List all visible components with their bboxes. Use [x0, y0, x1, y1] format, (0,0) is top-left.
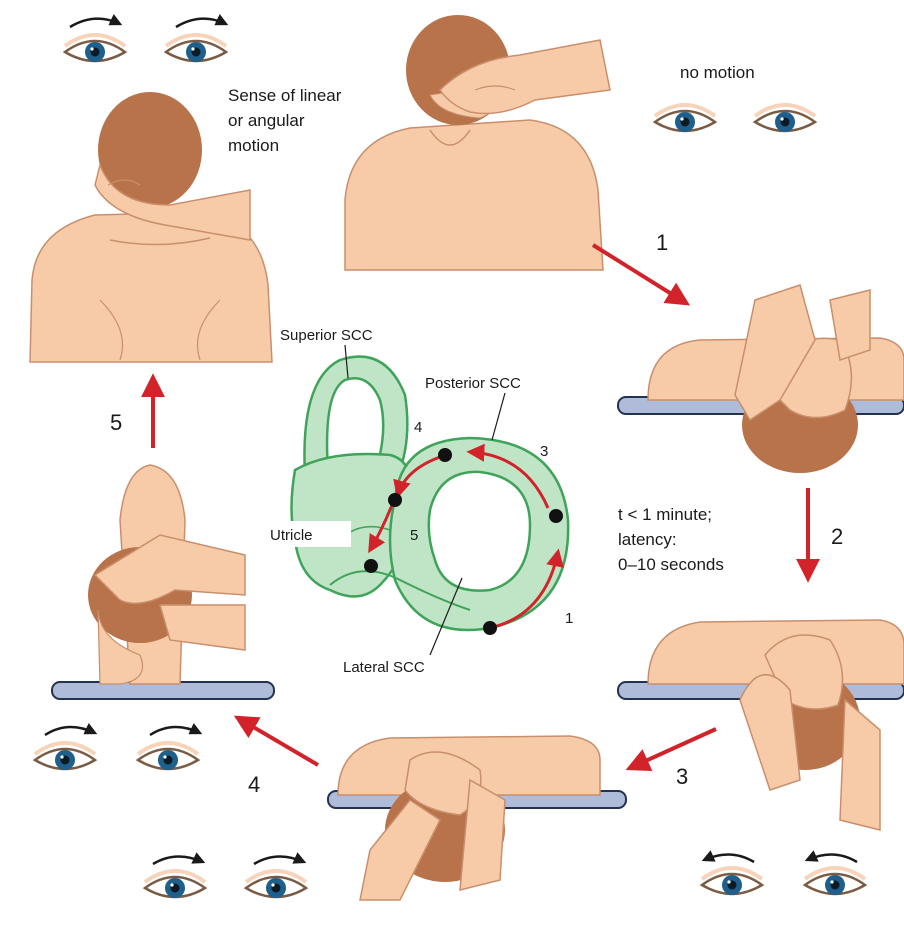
particle-position-2	[549, 509, 563, 523]
clockwise-arrow-icon	[153, 856, 203, 864]
timing-line-1: t < 1 minute;	[618, 505, 712, 524]
figure-supine-3	[328, 736, 626, 900]
particle-position-3	[438, 448, 452, 462]
eyes-start	[65, 19, 226, 62]
clockwise-arrow-icon	[254, 856, 304, 864]
eye-icon	[35, 743, 95, 770]
eye-icon	[246, 871, 306, 898]
eye-icon	[702, 868, 762, 895]
sense-label-line-2: or angular	[228, 111, 305, 130]
step-3-label: 3	[676, 764, 688, 789]
eye-icon	[805, 868, 865, 895]
no-motion-label: no motion	[680, 63, 755, 82]
canal-point-5: 5	[410, 527, 418, 544]
timing-line-3: 0–10 seconds	[618, 555, 724, 574]
timing-line-2: latency:	[618, 530, 677, 549]
posterior-scc-label: Posterior SCC	[425, 375, 521, 392]
step-4-label: 4	[248, 772, 260, 797]
canal-point-3: 3	[540, 443, 548, 460]
lateral-scc-label: Lateral SCC	[343, 659, 425, 676]
figure-lateral-4	[52, 465, 274, 699]
step-1-label: 1	[656, 230, 668, 255]
counterclockwise-arrow-icon	[807, 854, 857, 862]
eye-icon	[655, 105, 715, 132]
particle-position-4	[388, 493, 402, 507]
eyes-no-motion	[655, 105, 815, 132]
clockwise-arrow-icon	[150, 727, 200, 735]
eye-icon	[65, 35, 125, 62]
step-3-arrow	[630, 729, 716, 768]
particle-position-1	[483, 621, 497, 635]
canal-point-1: 1	[565, 610, 573, 627]
step-4-arrow	[238, 718, 318, 765]
step-1-arrow	[593, 245, 686, 303]
eyes-step-3	[145, 856, 306, 898]
particle-position-5	[364, 559, 378, 573]
clockwise-arrow-icon	[176, 19, 226, 27]
step-5-label: 5	[110, 410, 122, 435]
sense-label-line-3: motion	[228, 136, 279, 155]
superior-scc-label: Superior SCC	[280, 327, 373, 344]
clockwise-arrow-icon	[70, 19, 120, 27]
utricle-label: Utricle	[270, 527, 313, 544]
figure-seated-start	[345, 15, 610, 270]
eye-icon	[755, 105, 815, 132]
canal-point-4: 4	[414, 419, 422, 436]
counterclockwise-arrow-icon	[704, 854, 754, 862]
figure-supine-2	[618, 620, 904, 830]
step-2-label: 2	[831, 524, 843, 549]
eye-icon	[138, 743, 198, 770]
eyes-step-2	[702, 854, 865, 895]
eye-icon	[166, 35, 226, 62]
figure-seated-end	[30, 92, 272, 362]
eye-icon	[145, 871, 205, 898]
figure-supine-1	[618, 285, 904, 473]
clockwise-arrow-icon	[45, 727, 95, 735]
sense-label-line-1: Sense of linear	[228, 86, 342, 105]
eyes-step-4	[35, 727, 200, 770]
